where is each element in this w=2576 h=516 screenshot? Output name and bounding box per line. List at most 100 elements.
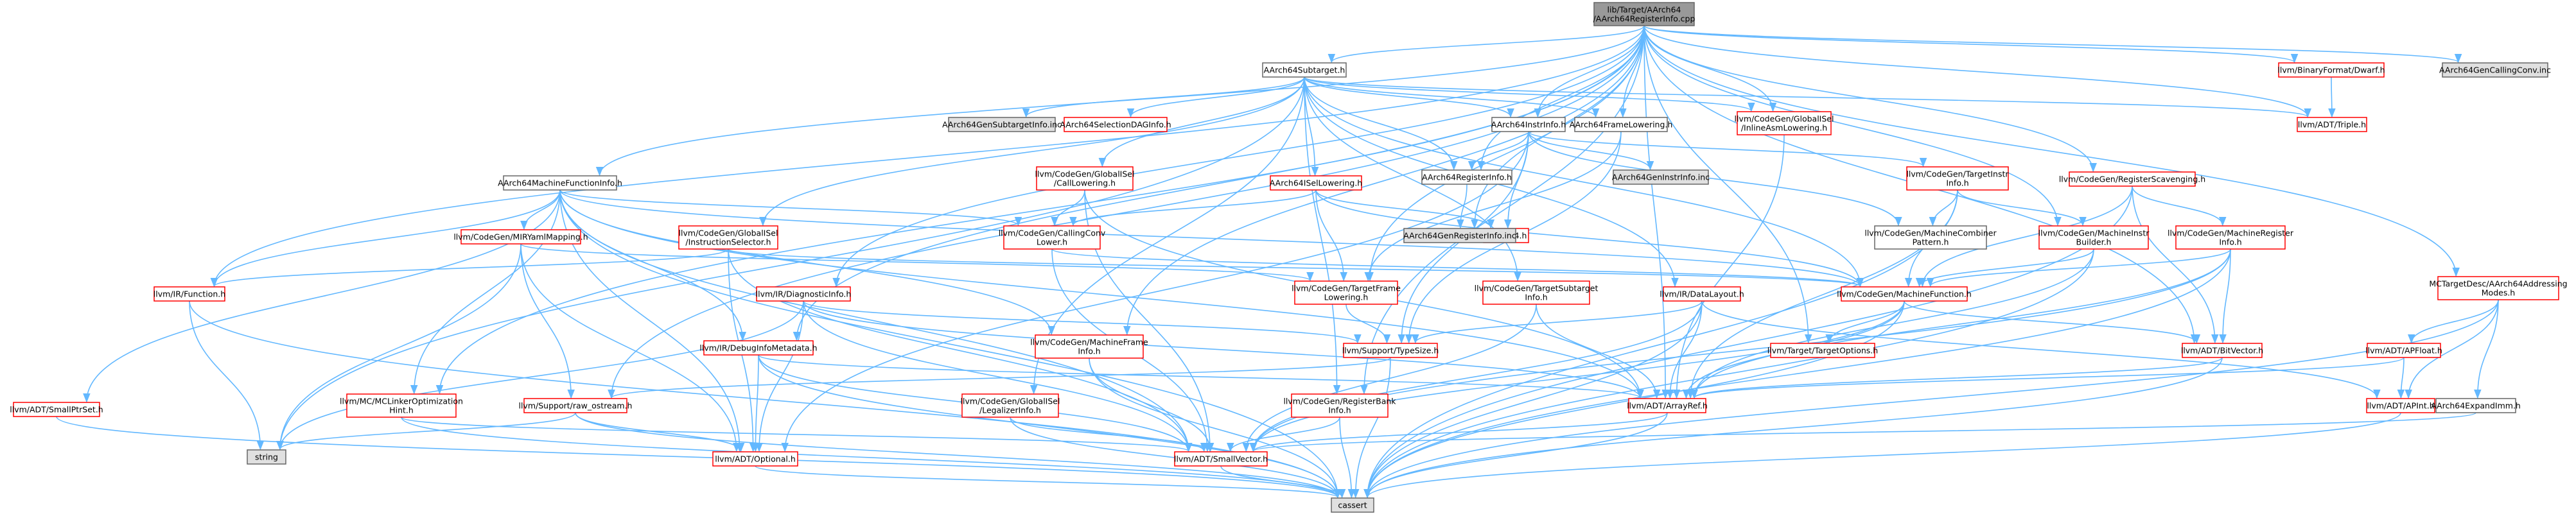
node-label: Lowering.h [1324,293,1369,302]
node-debuginfometadata[interactable]: llvm/IR/DebugInfoMetadata.h [699,340,818,356]
node-label: Lower.h [1037,237,1067,247]
node-apfloat[interactable]: llvm/ADT/APFloat.h [2365,343,2442,358]
node-label: llvm/ADT/SmallVector.h [1174,454,1268,464]
node-box [1262,62,1347,78]
edge-bitvector-to-cassert [1363,357,2223,499]
node-label: llvm/CodeGen/GlobalISel [1035,169,1135,179]
node-diagnosticinfo[interactable]: llvm/IR/DiagnosticInfo.h [756,286,852,302]
node-triple[interactable]: llvm/ADT/Triple.h [2297,117,2367,132]
node-targetoptions[interactable]: llvm/Target/TargetOptions.h [1767,343,1878,358]
edge-targetsubtargetinfo-to-arrayref [1536,304,1661,399]
node-typesize[interactable]: llvm/Support/TypeSize.h [1342,343,1439,358]
node-box [1841,286,1968,302]
node-label: AArch64InstrInfo.h [1491,120,1566,130]
node-datalayout[interactable]: llvm/IR/DataLayout.h [1660,286,1744,302]
node-box [1770,343,1875,358]
edge-diagnosticinfo-to-arrayref [803,300,1644,399]
edge-subtarget-to-selectiondaginfo [1126,76,1305,118]
node-label: llvm/IR/DiagnosticInfo.h [756,289,852,299]
node-label: llvm/CodeGen/MachineRegister [2168,228,2294,238]
edge-addressingmodes-to-expandimm [2474,299,2499,399]
node-optional[interactable]: llvm/ADT/Optional.h [712,451,798,467]
node-smallptrset[interactable]: llvm/ADT/SmallPtrSet.h [10,402,103,417]
node-subtargetinfo_inc[interactable]: AArch64GenSubtargetInfo.inc [942,117,1062,132]
node-label: llvm/CodeGen/MachineFrame [1030,338,1148,347]
edge-miryamlmapping-to-optional [520,243,740,452]
node-box [1874,225,1987,250]
node-label: AArch64GenRegisterInfo.inc [1403,231,1516,241]
node-label: llvm/MC/MCLinkerOptimization [340,397,463,406]
edge-instrinfo-to-machinecombinerpattern [1528,131,1902,227]
node-label: llvm/BinaryFormat/Dwarf.h [2277,65,2385,75]
node-framelowering[interactable]: AArch64FrameLowering.h [1570,117,1673,132]
node-cassert[interactable]: cassert [1331,497,1374,513]
node-string[interactable]: string [247,449,286,465]
edge-subtarget-to-registerinfo_h [1304,76,1458,171]
node-smallvector[interactable]: llvm/ADT/SmallVector.h [1174,451,1268,467]
node-root[interactable]: lib/Target/AArch64/AArch64RegisterInfo.c… [1593,2,1695,26]
node-subtarget[interactable]: AArch64Subtarget.h [1262,62,1347,78]
edge-machinefunctioninfo-to-arrayref [559,189,1644,399]
edge-ir_function-to-string [189,300,265,451]
node-box [2442,62,2548,78]
node-box [1064,117,1168,132]
node-instrinfo[interactable]: AArch64InstrInfo.h [1491,117,1566,132]
node-registerscavenging[interactable]: llvm/CodeGen/RegisterScavenging.h [2059,171,2205,187]
node-inlineasmlowering[interactable]: llvm/CodeGen/GlobalISel/InlineAsmLowerin… [1735,111,1834,135]
node-label: AArch64MachineFunctionInfo.h [498,178,622,188]
node-miryamlmapping[interactable]: llvm/CodeGen/MIRYamlMapping.h [453,229,588,245]
edge-debuginfometadata-to-cassert [758,354,1342,499]
node-box [1482,280,1590,305]
edge-layer [56,25,2499,499]
node-binaryformat_dwarf[interactable]: llvm/BinaryFormat/Dwarf.h [2277,62,2385,78]
node-registerinfo_inc[interactable]: AArch64GenRegisterInfo.inc [1403,228,1516,243]
node-box [2038,225,2149,250]
node-registerinfo_h[interactable]: AArch64RegisterInfo.h [1421,169,1512,185]
node-apint[interactable]: llvm/ADT/APInt.h [2366,398,2435,413]
node-isellowering[interactable]: AArch64ISelLowering.h [1270,175,1362,191]
edge-root-to-targetoptions [1643,25,1812,344]
node-box [2175,225,2286,250]
node-selectiondaginfo[interactable]: AArch64SelectionDAGInfo.h [1060,117,1171,132]
node-legalizerinfo[interactable]: llvm/CodeGen/GlobalISel/LegalizerInfo.h [961,393,1060,418]
edge-root-to-triple [1643,25,2311,118]
node-label: llvm/ADT/Optional.h [715,454,796,464]
node-ir_function[interactable]: llvm/IR/Function.h [153,286,225,302]
node-expandimm[interactable]: AArch64ExpandImm.h [2431,398,2521,413]
edge-miryamlmapping-to-string [276,243,521,451]
node-callingconv_inc[interactable]: AArch64GenCallingConv.inc [2439,62,2551,78]
node-label: llvm/CodeGen/MIRYamlMapping.h [453,232,588,242]
node-arrayref[interactable]: llvm/ADT/ArrayRef.h [1627,398,1708,413]
node-machinefunction[interactable]: llvm/CodeGen/MachineFunction.h [1837,286,1972,302]
node-bitvector[interactable]: llvm/ADT/BitVector.h [2181,343,2263,358]
node-instrinfo_inc[interactable]: AArch64GenInstrInfo.inc [1612,169,1710,185]
edge-optional-to-cassert [755,465,1342,499]
node-machinefunctioninfo[interactable]: AArch64MachineFunctionInfo.h [498,175,622,191]
edge-registerscavenging-to-machinefunction [1918,185,2133,288]
node-box [2366,398,2435,413]
edge-calllowering-to-callingconvlower [1051,189,1085,227]
node-box [1628,398,1706,413]
edge-typesize-to-raw_ostream [608,357,1391,399]
node-label: lib/Target/AArch64 [1608,5,1681,15]
node-calllowering[interactable]: llvm/CodeGen/GlobalISel/CallLowering.h [1035,166,1135,191]
node-instructionselector[interactable]: llvm/CodeGen/GlobalISel/InstructionSelec… [678,225,778,250]
node-raw_ostream[interactable]: llvm/Support/raw_ostream.h [519,398,633,413]
node-label: llvm/CodeGen/CallingConv [999,228,1106,238]
edge-machinefunctioninfo-to-callingconvlower [559,189,1022,227]
edge-debuginfometadata-to-optional [751,354,760,452]
node-box [1574,117,1668,132]
edge-subtarget-to-triple [1304,76,2311,118]
